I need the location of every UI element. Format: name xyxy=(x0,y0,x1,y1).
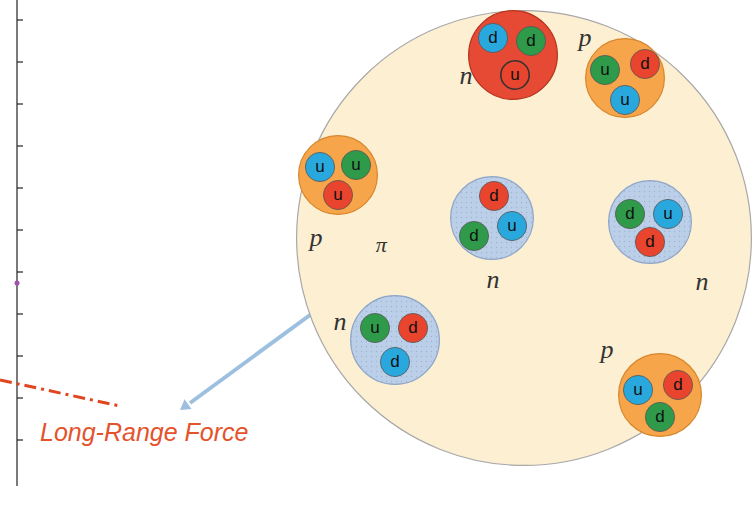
quark-letter: d xyxy=(635,227,665,257)
circle-shape xyxy=(610,85,639,114)
circle-shape xyxy=(341,150,370,179)
circle-shape xyxy=(663,370,692,399)
circle-shape xyxy=(590,55,619,84)
circle-shape xyxy=(497,211,526,240)
quark-letter: d xyxy=(630,49,660,79)
quark-circle: u xyxy=(323,180,353,210)
quark-circle: u xyxy=(653,199,683,229)
quark-circle: d xyxy=(398,313,428,343)
nucleon-circle: pudd xyxy=(618,353,702,437)
quark-circle: u xyxy=(610,85,640,115)
circle-shape xyxy=(586,39,665,118)
quark-letter: u xyxy=(360,313,390,343)
nucleon-label: p xyxy=(310,225,323,251)
arrowhead xyxy=(180,399,192,410)
quark-letter: u xyxy=(323,180,353,210)
nucleon-label: p xyxy=(579,25,592,51)
axis-ticks xyxy=(17,20,23,440)
axis-line xyxy=(16,0,17,486)
edge-label: π xyxy=(376,234,387,256)
circle-shape xyxy=(459,221,488,250)
quark-circle: u xyxy=(341,150,371,180)
quark-letter: u xyxy=(610,85,640,115)
circle-shape xyxy=(297,11,752,466)
circle-shape xyxy=(479,181,508,210)
quark-letter: u xyxy=(623,375,653,405)
quark-circle: d xyxy=(645,402,675,432)
potential-curve xyxy=(0,380,120,406)
nucleus-circle: nddupudupuuundudndudnuddpudd xyxy=(296,10,752,466)
quark-letter: d xyxy=(663,370,693,400)
quark-circle: u xyxy=(360,313,390,343)
quark-circle: d xyxy=(380,347,410,377)
nucleon-circle: ndud xyxy=(450,176,534,260)
quark-letter: d xyxy=(645,402,675,432)
circle-shape xyxy=(609,181,692,264)
nucleon-circle: pudu xyxy=(585,38,665,118)
quark-letter: d xyxy=(459,221,489,251)
circle-shape xyxy=(451,177,534,260)
nucleon-label: p xyxy=(601,337,614,363)
quark-letter: d xyxy=(380,347,410,377)
quark-circle: u xyxy=(305,152,335,182)
quark-circle: d xyxy=(459,221,489,251)
circle-shape xyxy=(360,313,389,342)
circle-shape xyxy=(380,347,409,376)
quark-circle: d xyxy=(635,227,665,257)
circle-shape xyxy=(305,152,334,181)
circle-shape xyxy=(351,296,440,385)
nucleon-label: n xyxy=(696,269,709,295)
nucleon-circle: nddu xyxy=(468,10,558,100)
circle-shape xyxy=(323,180,352,209)
quark-letter: d xyxy=(398,313,428,343)
quark-letter: d xyxy=(479,181,509,211)
quark-letter: u xyxy=(305,152,335,182)
circle-shape xyxy=(398,313,427,342)
quark-letter: u xyxy=(497,211,527,241)
quark-circle: d xyxy=(663,370,693,400)
quark-circle: u xyxy=(623,375,653,405)
quark-circle: d xyxy=(478,23,508,53)
circle-shape xyxy=(619,354,702,437)
circle-shape xyxy=(645,402,674,431)
quark-letter: u xyxy=(590,55,620,85)
circle-shape xyxy=(630,49,659,78)
quark-letter: d xyxy=(478,23,508,53)
quark-circle: d xyxy=(479,181,509,211)
circle-shape xyxy=(635,227,664,256)
circle-shape xyxy=(516,26,545,55)
data-dot xyxy=(15,281,20,286)
quark-circle: d xyxy=(630,49,660,79)
quark-circle: u xyxy=(497,211,527,241)
circle-shape xyxy=(623,375,652,404)
quark-letter: u xyxy=(500,60,530,90)
circle-shape xyxy=(478,23,507,52)
quark-circle: d xyxy=(615,199,645,229)
nucleon-label: n xyxy=(487,267,500,293)
quark-letter: u xyxy=(653,199,683,229)
circle-shape xyxy=(615,199,644,228)
nucleon-circle: puuu xyxy=(298,135,378,215)
quark-letter: d xyxy=(615,199,645,229)
quark-circle: u xyxy=(500,60,530,90)
circle-shape xyxy=(469,11,558,100)
quark-circle: u xyxy=(590,55,620,85)
quark-letter: d xyxy=(516,26,546,56)
callout-label: Long-Range Force xyxy=(40,418,248,447)
nucleon-label: n xyxy=(334,309,347,335)
nucleon-circle: ndud xyxy=(608,180,692,264)
nucleon-circle: nudd xyxy=(350,295,440,385)
circle-shape xyxy=(299,136,378,215)
quark-circle: d xyxy=(516,26,546,56)
circle-shape xyxy=(653,199,682,228)
nucleon-label: n xyxy=(460,63,473,89)
quark-letter: u xyxy=(341,150,371,180)
circle-shape xyxy=(501,61,529,89)
